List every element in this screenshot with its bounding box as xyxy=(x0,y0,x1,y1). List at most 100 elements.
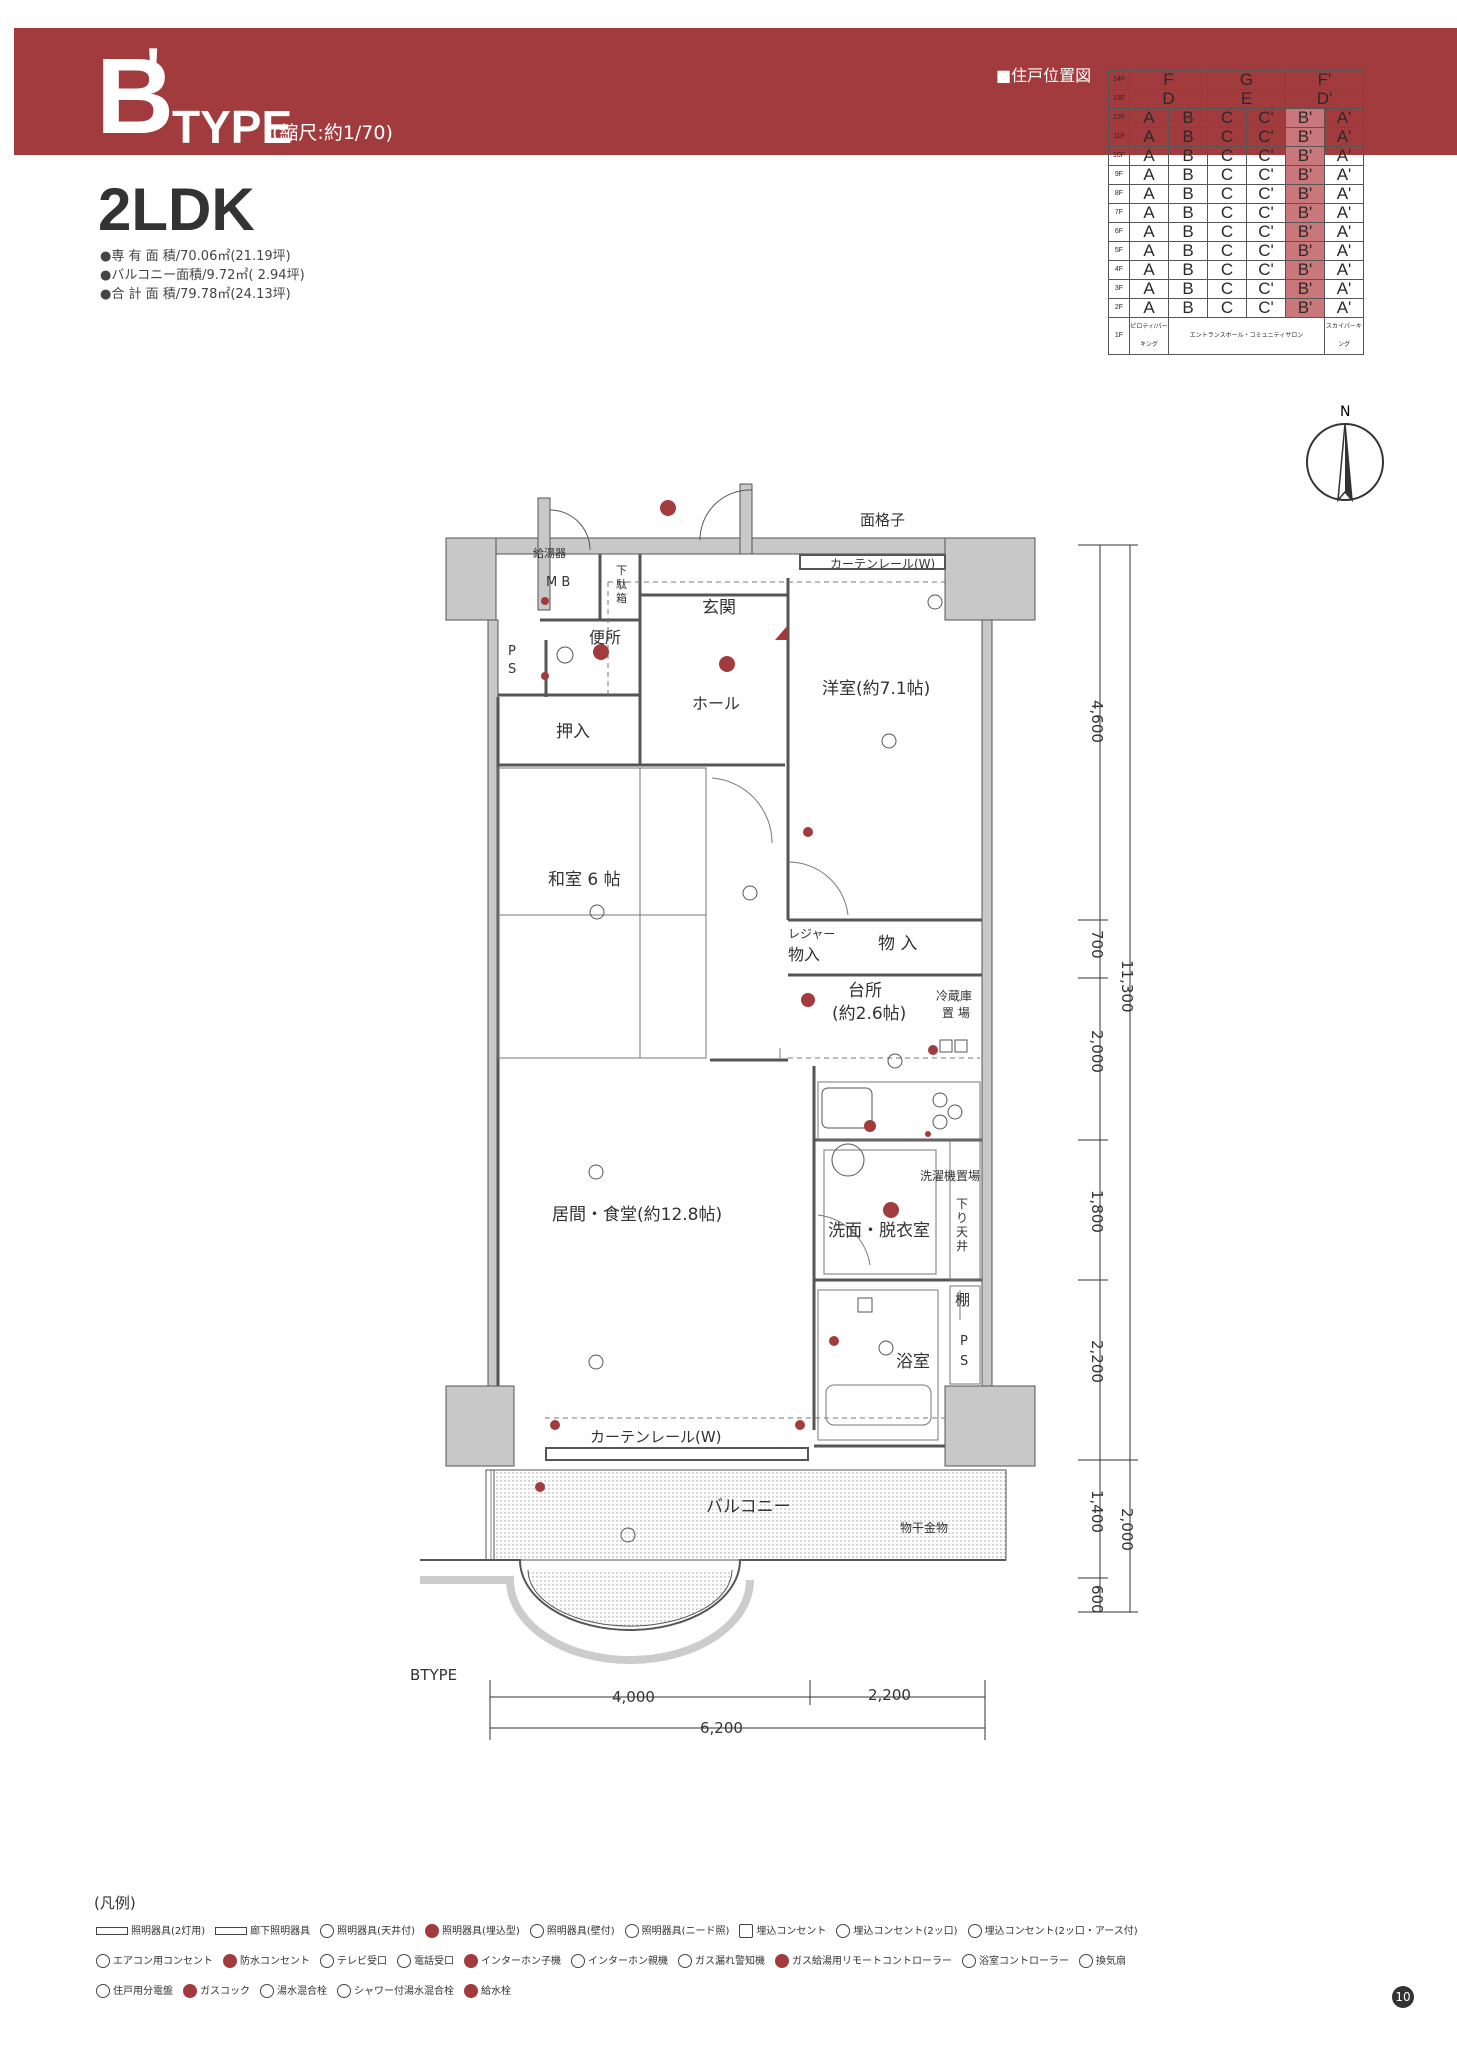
legend-label: ガス漏れ警知機 xyxy=(695,1956,765,1967)
room-daidokoro-2: (約2.6帖) xyxy=(832,1004,906,1024)
legend-item: インターホン親機 xyxy=(571,1952,668,1968)
room-balcony: バルコニー xyxy=(706,1497,791,1517)
legend-symbol-icon xyxy=(96,1927,128,1935)
legend-label: 照明器具(天井付) xyxy=(337,1926,415,1937)
legend-symbol-icon xyxy=(624,1924,639,1938)
legend-symbol-icon xyxy=(320,1954,334,1968)
room-shita-3: 天 xyxy=(956,1225,968,1239)
dim-11300: 11,300 xyxy=(1118,960,1136,1013)
room-genkan: 玄関 xyxy=(702,598,736,618)
legend-label: 湯水混合栓 xyxy=(277,1986,327,1997)
room-senmen: 洗面・脱衣室 xyxy=(828,1221,930,1241)
legend-item: 換気扇 xyxy=(1079,1952,1126,1968)
dim-4000: 4,000 xyxy=(612,1688,655,1706)
area-balcony: ●バルコニー面積/9.72㎡( 2.94坪) xyxy=(100,268,305,283)
unit-cell: A' xyxy=(1324,260,1364,280)
legend-label: 照明器具(埋込型) xyxy=(441,1926,520,1937)
unit-cell: A' xyxy=(1324,108,1364,128)
legend-label: ガス給湯用リモートコントローラー xyxy=(792,1956,952,1967)
legend-symbol-icon xyxy=(1079,1954,1093,1968)
legend-symbol-icon xyxy=(967,1924,982,1938)
legend-item: エアコン用コンセント xyxy=(96,1952,213,1968)
room-tana: 棚 xyxy=(955,1291,970,1309)
location-map-title: ■住戸位置図 xyxy=(996,66,1092,85)
legend-item: ガスコック xyxy=(183,1982,250,1998)
btype-label: BTYPE xyxy=(410,1666,457,1684)
room-reizoko-2: 置 場 xyxy=(942,1006,970,1020)
legend-label: シャワー付湯水混合栓 xyxy=(354,1986,454,1997)
dim-2200-v: 2,200 xyxy=(1088,1340,1106,1383)
legend-row-2: エアコン用コンセント防水コンセントテレビ受口電話受口インターホン子機インターホン… xyxy=(96,1952,1396,1968)
curtain-rail-bottom: カーテンレール(W) xyxy=(590,1428,722,1446)
unit-cell: B' xyxy=(1285,222,1325,242)
room-getabako-1: 下 xyxy=(616,564,627,577)
curtain-rail-top: カーテンレール(W) xyxy=(830,557,935,571)
legend-item: インターホン子機 xyxy=(464,1952,561,1968)
room-ps-2: S xyxy=(508,662,516,677)
legend-symbol-icon xyxy=(739,1924,754,1938)
unit-cell: C' xyxy=(1246,279,1286,299)
legend-row-3: 住戸用分電盤ガスコック湯水混合栓シャワー付湯水混合栓給水栓 xyxy=(96,1982,1396,1998)
room-getabako-2: 駄 xyxy=(616,577,627,591)
legend-item: 照明器具(壁付) xyxy=(529,1922,615,1938)
legend-symbol-icon xyxy=(836,1924,851,1938)
scale-label: (縮尺:約1/70) xyxy=(272,122,393,144)
room-mb: M B xyxy=(546,575,570,590)
legend-label: エアコン用コンセント xyxy=(113,1956,213,1967)
legend-symbol-icon xyxy=(223,1954,237,1968)
legend-item: 照明器具(2灯用) xyxy=(96,1922,205,1937)
legend-item: 浴室コントローラー xyxy=(962,1952,1069,1968)
unit-cell: B' xyxy=(1285,298,1325,318)
room-leisure-1: レジャー xyxy=(788,927,835,941)
unit-cell: A' xyxy=(1324,203,1364,223)
room-oshiire: 押入 xyxy=(556,722,590,742)
dim-2200-h: 2,200 xyxy=(868,1686,911,1704)
floor-plan: 給湯器 M B 下 駄 箱 玄関 便所 ホール P S 押入 洋室(約7.1帖)… xyxy=(410,483,1138,1740)
legend-symbol-icon xyxy=(337,1984,351,1998)
ground-cell: スカイパーキング xyxy=(1324,317,1364,355)
room-yokushitsu: 浴室 xyxy=(896,1352,930,1372)
legend-symbol-icon xyxy=(397,1954,411,1968)
dim-2000-balcony: 2,000 xyxy=(1118,1508,1136,1551)
room-daidokoro-1: 台所 xyxy=(848,981,882,1001)
room-yoshitsu: 洋室(約7.1帖) xyxy=(822,679,930,699)
type-letter: B xyxy=(96,35,174,156)
legend-label: 照明器具(壁付) xyxy=(546,1926,615,1937)
room-monoire: 物 入 xyxy=(878,934,917,954)
dim-700: 700 xyxy=(1088,930,1106,959)
legend-item: 住戸用分電盤 xyxy=(96,1982,173,1998)
legend-symbol-icon xyxy=(571,1954,585,1968)
unit-cell: B' xyxy=(1285,127,1325,147)
room-monohoshi: 物干金物 xyxy=(900,1520,948,1535)
layout-title: 2LDK xyxy=(98,176,255,243)
legend-item: 電話受口 xyxy=(397,1952,454,1968)
unit-cell: D' xyxy=(1285,89,1364,109)
legend-label: 電話受口 xyxy=(414,1956,454,1967)
room-ldk: 居間・食堂(約12.8帖) xyxy=(552,1205,722,1225)
room-hall: ホール xyxy=(692,694,740,713)
unit-cell: B' xyxy=(1285,279,1325,299)
legend-symbol-icon xyxy=(678,1954,692,1968)
legend-item: 埋込コンセント xyxy=(739,1922,826,1938)
legend-label: インターホン子機 xyxy=(481,1956,561,1967)
room-kyutoki: 給湯器 xyxy=(533,546,566,560)
unit-cell: B' xyxy=(1285,108,1325,128)
dim-1800: 1,800 xyxy=(1088,1190,1106,1233)
unit-cell: C xyxy=(1207,108,1247,128)
legend-row-1: 照明器具(2灯用)廊下照明器具照明器具(天井付)照明器具(埋込型)照明器具(壁付… xyxy=(96,1922,1396,1938)
legend-symbol-icon xyxy=(215,1927,248,1935)
legend-item: シャワー付湯水混合栓 xyxy=(337,1982,454,1998)
room-shita-4: 井 xyxy=(956,1239,968,1253)
room-shita-1: 下 xyxy=(956,1197,968,1211)
compass-north-label: N xyxy=(1340,404,1350,420)
legend-label: 防水コンセント xyxy=(240,1956,310,1967)
